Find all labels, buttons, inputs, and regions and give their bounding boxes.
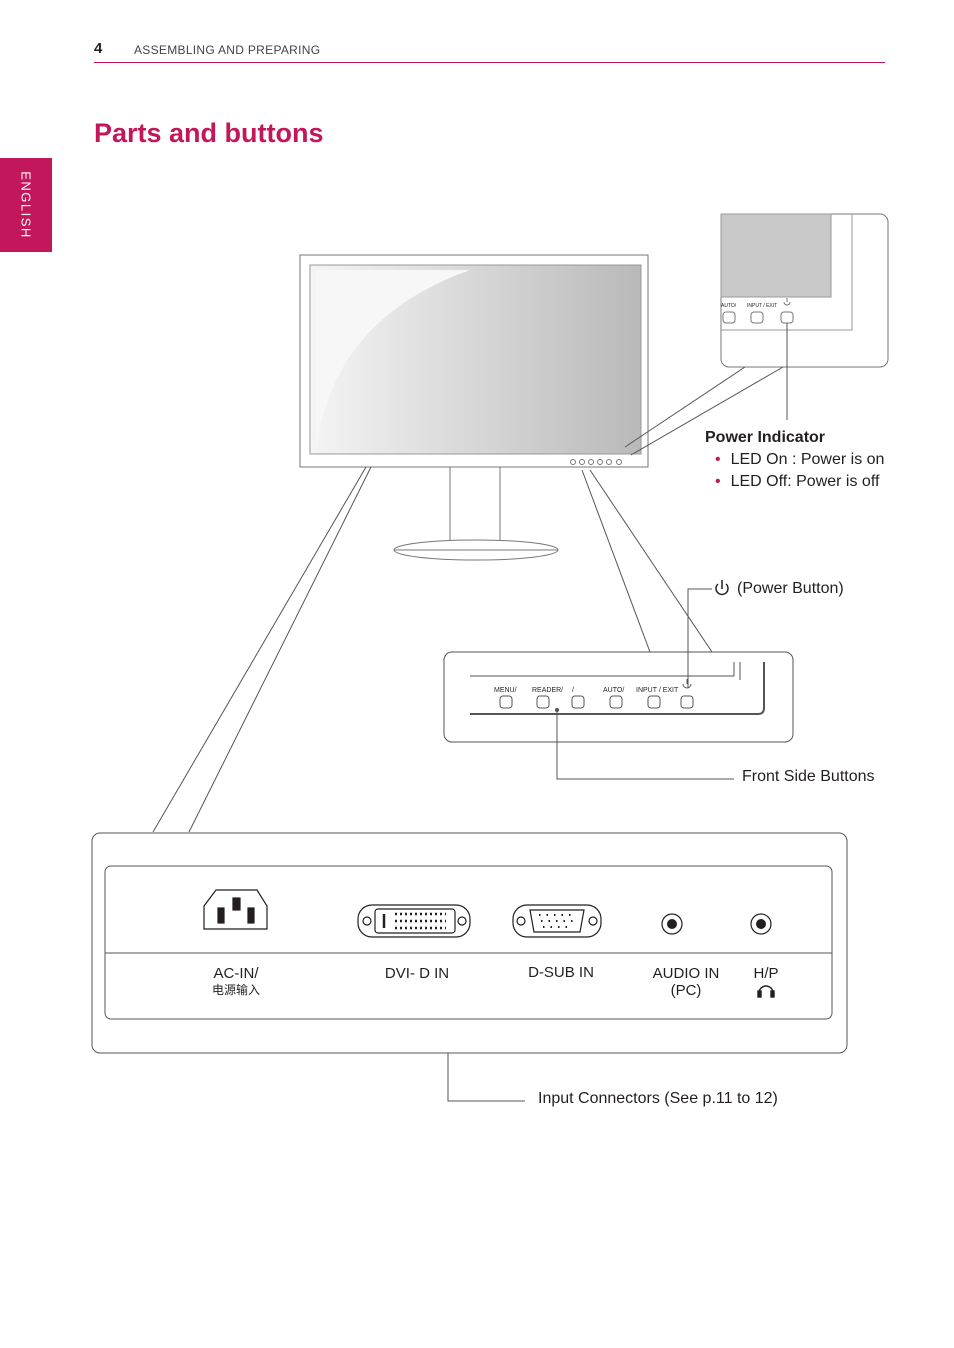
front-button-label: / (572, 687, 574, 694)
dsub-connector (512, 904, 602, 938)
page-title: Parts and buttons (94, 118, 324, 148)
callout-lines (152, 323, 788, 1102)
hp-label: H/P (753, 965, 779, 982)
power-indicator-inset (720, 213, 889, 368)
power-indicator-item: •LED Off: Power is off (715, 473, 880, 490)
monitor-illustration (299, 254, 649, 561)
page-number: 4 (94, 40, 103, 57)
front-button-label: INPUT / EXIT (636, 687, 679, 694)
dvi-label: DVI- D IN (384, 965, 450, 982)
section-label: ASSEMBLING AND PREPARING (134, 43, 321, 57)
ac-in-connector (203, 889, 268, 930)
dvi-connector (357, 904, 471, 938)
audio-in-jack (661, 913, 683, 935)
headphone-jack (750, 913, 772, 935)
power-icon (715, 580, 729, 596)
bullet-icon: • (715, 473, 721, 490)
front-buttons-caption: Front Side Buttons (742, 768, 875, 785)
inset-input-label: INPUT / EXIT (747, 303, 778, 309)
dsub-label: D-SUB IN (528, 964, 594, 981)
bullet-icon: • (715, 451, 721, 468)
front-buttons-inset (443, 651, 794, 743)
front-button-label: READER/ (532, 687, 564, 694)
headphone-icon (757, 985, 775, 998)
ac-in-label: AC-IN/ 电源输入 (211, 965, 260, 997)
rear-connector-panel (91, 832, 848, 1054)
input-connectors-caption: Input Connectors (See p.11 to 12) (538, 1090, 778, 1107)
front-button-label: MENU/ (494, 687, 517, 694)
inset-auto-label: AUTO/ (721, 303, 737, 309)
audio-in-label: AUDIO IN (PC) (652, 965, 720, 999)
front-button-label: AUTO/ (603, 687, 625, 694)
power-indicator-heading: Power Indicator (705, 429, 826, 446)
language-tab: ENGLISH (0, 158, 52, 252)
header-rule (94, 62, 885, 63)
power-button-label: (Power Button) (737, 580, 844, 597)
power-indicator-item: •LED On : Power is on (715, 451, 885, 468)
